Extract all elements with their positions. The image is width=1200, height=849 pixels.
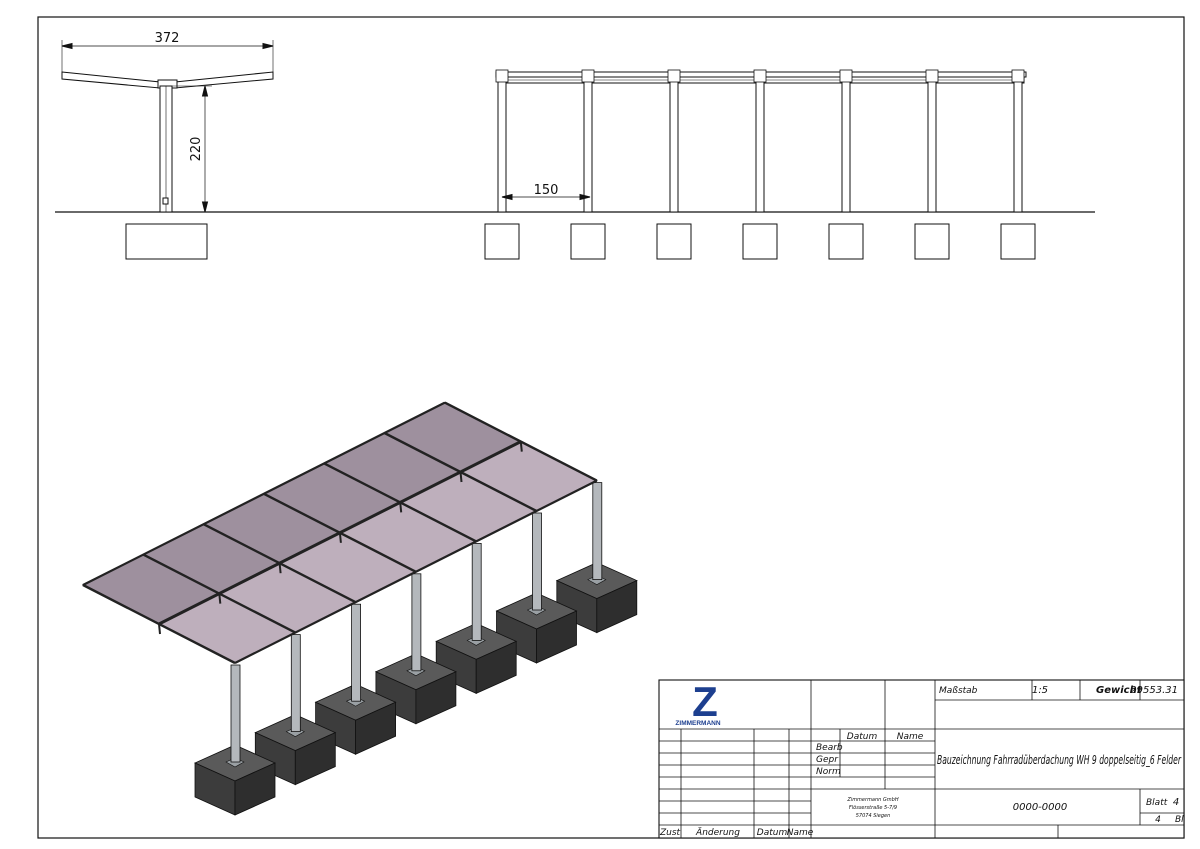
isometric-view	[81, 401, 638, 816]
iso-foundation-right	[415, 671, 457, 725]
iso-bracket	[218, 593, 222, 604]
logo-letter: Z	[692, 678, 718, 725]
front-post	[927, 76, 937, 213]
post-cap	[753, 69, 767, 83]
iso-post	[230, 664, 241, 763]
row-bearb: Bearb	[816, 743, 843, 753]
rev-aenderung: Änderung	[695, 827, 740, 838]
front-post	[755, 76, 765, 213]
front-foundation	[828, 223, 864, 260]
side-view	[55, 40, 1095, 260]
front-foundation	[656, 223, 692, 260]
iso-bracket	[278, 563, 282, 574]
row-gepr: Gepr	[816, 755, 839, 765]
scale-label: Maßstab	[939, 686, 978, 696]
front-foundation	[914, 223, 950, 260]
front-post	[497, 76, 507, 213]
drawing-frame	[37, 16, 1185, 839]
rev-zust: Zust	[659, 828, 681, 838]
scale-value: 1:5	[1032, 685, 1048, 696]
iso-post	[290, 634, 301, 732]
iso-foundation-right	[475, 640, 517, 695]
front-post	[583, 76, 593, 213]
front-post	[669, 76, 679, 213]
company-line-2: Flösserstraße 5-7/9	[849, 805, 897, 811]
sheet-label: Blatt	[1146, 798, 1168, 808]
iso-bracket	[338, 532, 342, 543]
front-post	[1013, 76, 1023, 213]
iso-bracket	[519, 441, 523, 452]
front-foundation	[570, 223, 606, 260]
iso-post	[411, 573, 422, 672]
iso-foundation-right	[536, 610, 577, 664]
drawing-number: 0000-0000	[1013, 802, 1068, 813]
sheet-value: 4	[1173, 797, 1179, 808]
iso-rafter	[142, 553, 296, 634]
dimension-width: 372	[155, 31, 180, 46]
company-line-3: 57074 Siegen	[856, 813, 891, 819]
row-norm: Norm	[816, 767, 841, 777]
iso-foundation-right	[294, 731, 336, 786]
weight-value: 29553.31	[1130, 685, 1178, 696]
dimension-spacing: 150	[534, 183, 559, 198]
iso-post	[532, 512, 542, 611]
front-view-posts	[484, 69, 1036, 260]
post-cap	[667, 69, 681, 83]
iso-post	[351, 603, 362, 702]
title-block	[658, 679, 1185, 839]
post-cap	[839, 69, 853, 83]
post-cap	[925, 69, 939, 83]
front-post	[841, 76, 851, 213]
weight-label: Gewicht	[1096, 685, 1143, 696]
post-cap	[1011, 69, 1025, 83]
rev-name: Name	[787, 828, 814, 838]
front-foundation	[742, 223, 778, 260]
col-name: Name	[897, 732, 924, 742]
col-datum: Datum	[847, 732, 878, 742]
iso-post	[471, 543, 482, 641]
sheet-total: 4	[1155, 815, 1161, 825]
iso-foundation-right	[355, 701, 397, 755]
iso-bracket	[158, 623, 161, 635]
iso-foundation-right	[234, 762, 276, 816]
company-logo: Z ZIMMERMANN	[675, 678, 720, 727]
post-cap	[581, 69, 595, 83]
front-dimension	[501, 193, 591, 201]
iso-bracket	[459, 471, 463, 483]
logo-name: ZIMMERMANN	[675, 720, 720, 727]
sheet-total-suffix: Bl	[1175, 815, 1184, 825]
rev-datum: Datum	[757, 828, 788, 838]
front-foundation	[1000, 223, 1036, 260]
drawing-title: Bauzeichnung Fahrradüberdachung WH 9 dop…	[937, 753, 1182, 767]
post-cap	[495, 69, 509, 83]
iso-foundation-right	[596, 579, 638, 634]
company-line-1: Zimmermann GmbH	[846, 797, 898, 803]
front-foundation	[484, 223, 520, 260]
iso-bracket	[399, 502, 403, 513]
iso-post	[592, 482, 603, 581]
dimension-height: 220	[189, 137, 204, 162]
